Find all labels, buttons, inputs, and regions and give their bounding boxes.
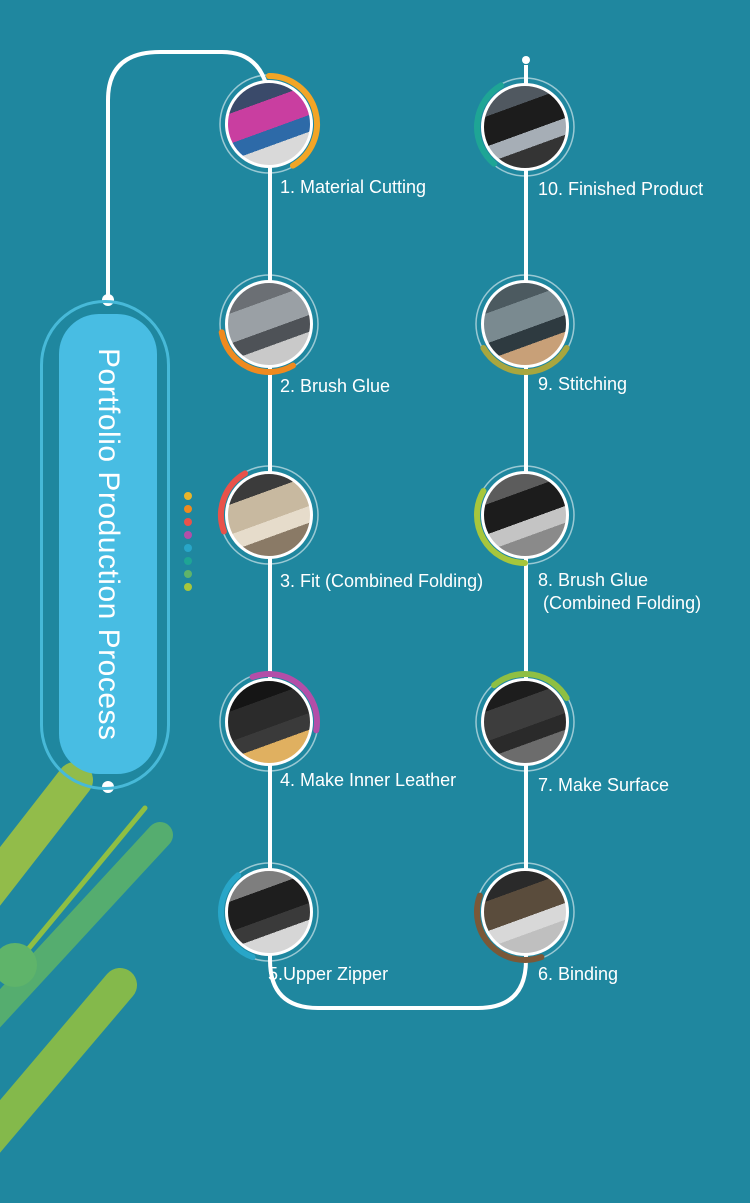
- step-ring: [219, 73, 320, 174]
- finished-photo-icon: [481, 83, 569, 171]
- step-8-label: 8. Brush Glue: [538, 570, 649, 590]
- title-box: [59, 314, 157, 774]
- cutting-photo-icon: [225, 80, 313, 168]
- glue-photo-icon: [225, 280, 313, 368]
- decorative-stripes: [0, 762, 173, 1153]
- step-accent-arc: [474, 488, 528, 566]
- step-7-node: [473, 670, 577, 774]
- step-9-label: 9. Stitching: [538, 374, 628, 394]
- step-ring: [474, 77, 575, 177]
- step-4-label: 4. Make Inner Leather: [280, 770, 457, 790]
- color-dot: [184, 557, 192, 565]
- step-accent-arc: [491, 671, 570, 701]
- step-2-node: [217, 272, 321, 376]
- leather-photo-icon: [225, 678, 313, 766]
- step-10-node: [473, 75, 577, 179]
- step-ring: [218, 274, 319, 375]
- color-dot: [184, 492, 192, 500]
- glue2-photo-icon: [481, 471, 569, 559]
- step-1-node: [217, 72, 321, 176]
- step-3-node: [217, 463, 321, 567]
- page-title-text: Portfolio Production Process: [92, 347, 125, 741]
- step-ring: [218, 862, 319, 962]
- step-5-label: 5.Upper Zipper: [268, 964, 389, 984]
- step-accent-arc: [218, 872, 256, 961]
- step-10-label: 10. Finished Product: [538, 179, 704, 199]
- step-9-node: [473, 272, 577, 376]
- step-7-label: 7. Make Surface: [538, 775, 670, 795]
- step-ring: [474, 862, 575, 963]
- step-accent-arc: [266, 73, 320, 169]
- step-accent-arc: [218, 470, 248, 535]
- step-3-label: 3. Fit (Combined Folding): [280, 571, 484, 591]
- title-frame: [40, 300, 170, 790]
- step-ring: [474, 465, 575, 566]
- step-accent-arc: [480, 345, 570, 375]
- color-dot-column: [184, 492, 194, 596]
- step-ring: [219, 671, 320, 772]
- step-6-label: 6. Binding: [538, 964, 619, 984]
- step-6-node: [473, 860, 577, 964]
- step-ring: [475, 671, 575, 772]
- color-dot: [184, 583, 192, 591]
- color-dot: [184, 544, 192, 552]
- step-1-label: 1. Material Cutting: [280, 177, 427, 197]
- binding-photo-icon: [481, 868, 569, 956]
- step-ring: [218, 465, 319, 565]
- step-2-label: 2. Brush Glue: [280, 376, 391, 396]
- step-4-node: [217, 670, 321, 774]
- surface-photo-icon: [481, 678, 569, 766]
- step-accent-arc: [474, 82, 504, 167]
- color-dot: [184, 505, 192, 513]
- step-ring: [475, 274, 575, 375]
- color-dot: [184, 570, 192, 578]
- page-title: Portfolio Production Process: [59, 314, 157, 774]
- step-accent-arc: [249, 671, 320, 734]
- step-accent-arc: [218, 329, 296, 375]
- step-8-node: [473, 463, 577, 567]
- step-accent-arc: [474, 892, 545, 963]
- step-8-label-line2: (Combined Folding): [543, 593, 702, 613]
- stitching-photo-icon: [481, 280, 569, 368]
- connector-dot-top: [522, 56, 530, 64]
- color-dot: [184, 518, 192, 526]
- color-dot: [184, 531, 192, 539]
- folding-photo-icon: [225, 471, 313, 559]
- step-5-node: [217, 860, 321, 964]
- zipper-photo-icon: [225, 868, 313, 956]
